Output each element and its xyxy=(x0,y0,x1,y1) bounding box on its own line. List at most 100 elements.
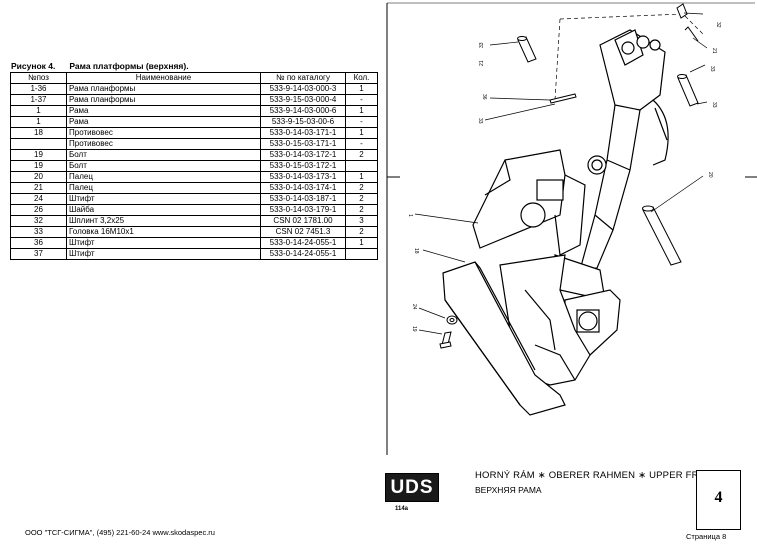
figure-label: Рисунок 4. xyxy=(11,61,56,71)
cell-position xyxy=(10,138,67,150)
cell-position: 19 xyxy=(10,149,67,161)
cell-name: Палец xyxy=(66,182,261,194)
cell-qty: - xyxy=(345,138,378,150)
cell-catalog: 533-9-15-03-00-6 xyxy=(260,116,346,128)
parts-table: №поз Наименование № по каталогу Кол. 1-3… xyxy=(10,72,378,260)
table-header-row: №поз Наименование № по каталогу Кол. xyxy=(10,72,378,84)
callout-19: 19 xyxy=(411,326,417,332)
cell-name: Рама xyxy=(66,116,261,128)
figure-title: Рама платформы (верхняя). xyxy=(69,61,189,71)
callout-32-mid: 33 xyxy=(477,118,483,124)
cell-qty: 2 xyxy=(345,149,378,161)
pin-parts xyxy=(517,3,699,266)
cell-name: Шайба xyxy=(66,204,261,216)
page-number: Страница 8 xyxy=(686,532,727,541)
cell-name: Противовес xyxy=(66,127,261,139)
callout-20: 20 xyxy=(707,172,713,178)
cell-name: Противовес xyxy=(66,138,261,150)
cell-catalog: CSN 02 7451.3 xyxy=(260,226,346,238)
exploded-frame-drawing: 32 21 33 36 33 21 33 20 1 18 24 19 33 xyxy=(386,2,757,455)
counterweight xyxy=(442,261,566,416)
cell-position: 21 xyxy=(10,182,67,194)
cell-position: 1 xyxy=(10,116,67,128)
cell-qty: - xyxy=(345,94,378,106)
col-header-name: Наименование xyxy=(66,72,261,84)
cell-name: Рама планформы xyxy=(66,94,261,106)
cell-position: 24 xyxy=(10,193,67,205)
cell-catalog: 533-0-14-24-055-1 xyxy=(260,248,346,260)
callout-21-left: 21 xyxy=(479,60,485,66)
cell-name: Рама xyxy=(66,105,261,117)
cell-name: Болт xyxy=(66,160,261,172)
cell-position: 32 xyxy=(10,215,67,227)
bolt-parts xyxy=(439,315,458,349)
cell-catalog: 533-0-14-03-174-1 xyxy=(260,182,346,194)
cell-catalog: 533-0-14-03-172-1 xyxy=(260,149,346,161)
col-header-position: №поз xyxy=(10,72,67,84)
col-header-qty: Кол. xyxy=(345,72,378,84)
cell-position: 20 xyxy=(10,171,67,183)
cell-name: Головка 16M10x1 xyxy=(66,226,261,238)
cell-catalog: 533-0-14-03-187-1 xyxy=(260,193,346,205)
cell-catalog: 533-9-15-03-000-4 xyxy=(260,94,346,106)
cell-catalog: 533-0-15-03-171-1 xyxy=(260,138,346,150)
cell-qty xyxy=(345,248,378,260)
callout-1: 1 xyxy=(407,214,413,217)
cell-name: Болт xyxy=(66,149,261,161)
cell-catalog: CSN 02 1781.00 xyxy=(260,215,346,227)
cell-qty: 1 xyxy=(345,127,378,139)
cell-catalog: 533-0-15-03-172-1 xyxy=(260,160,346,172)
cell-qty: 2 xyxy=(345,193,378,205)
cell-name: Штифт xyxy=(66,237,261,249)
cell-catalog: 533-9-14-03-000-3 xyxy=(260,83,346,95)
callout-33-left: 33 xyxy=(479,42,485,48)
callout-32-top: 32 xyxy=(715,22,721,28)
cell-position: 19 xyxy=(10,160,67,172)
cell-position: 1-37 xyxy=(10,94,67,106)
callout-33-top: 33 xyxy=(709,66,715,72)
title-block: UDS 114a HORNÝ RÁM ∗ OBERER RAHMEN ∗ UPP… xyxy=(385,465,741,530)
cell-qty: 2 xyxy=(345,204,378,216)
cell-position: 33 xyxy=(10,226,67,238)
figure-caption: Рисунок 4. Рама платформы (верхняя). xyxy=(11,61,189,71)
callout-21-top: 21 xyxy=(711,48,717,54)
cell-qty: 3 xyxy=(345,215,378,227)
drawing-panel: 32 21 33 36 33 21 33 20 1 18 24 19 33 UD… xyxy=(385,0,757,545)
cell-name: Палец xyxy=(66,171,261,183)
callout-33-bottom: 33 xyxy=(711,102,717,108)
parts-list-panel: Рисунок 4. Рама платформы (верхняя). №по… xyxy=(10,61,378,537)
title-multilingual: HORNÝ RÁM ∗ OBERER RAHMEN ∗ UPPER FRAME∗ xyxy=(475,470,729,481)
cell-qty: - xyxy=(345,116,378,128)
cell-position: 26 xyxy=(10,204,67,216)
cell-position: 36 xyxy=(10,237,67,249)
cell-position: 18 xyxy=(10,127,67,139)
uds-logo: UDS xyxy=(385,473,439,502)
cell-qty: 1 xyxy=(345,171,378,183)
sheet-number-box: 4 xyxy=(696,470,741,530)
callout-24: 24 xyxy=(411,304,417,310)
cell-qty: 2 xyxy=(345,182,378,194)
cell-position: 37 xyxy=(10,248,67,260)
cell-qty xyxy=(345,160,378,172)
cell-qty: 1 xyxy=(345,83,378,95)
cell-catalog: 533-0-14-03-171-1 xyxy=(260,127,346,139)
cell-qty: 1 xyxy=(345,237,378,249)
cell-qty: 1 xyxy=(345,105,378,117)
callout-36: 36 xyxy=(481,94,487,100)
col-header-catalog: № по каталогу xyxy=(260,72,346,84)
